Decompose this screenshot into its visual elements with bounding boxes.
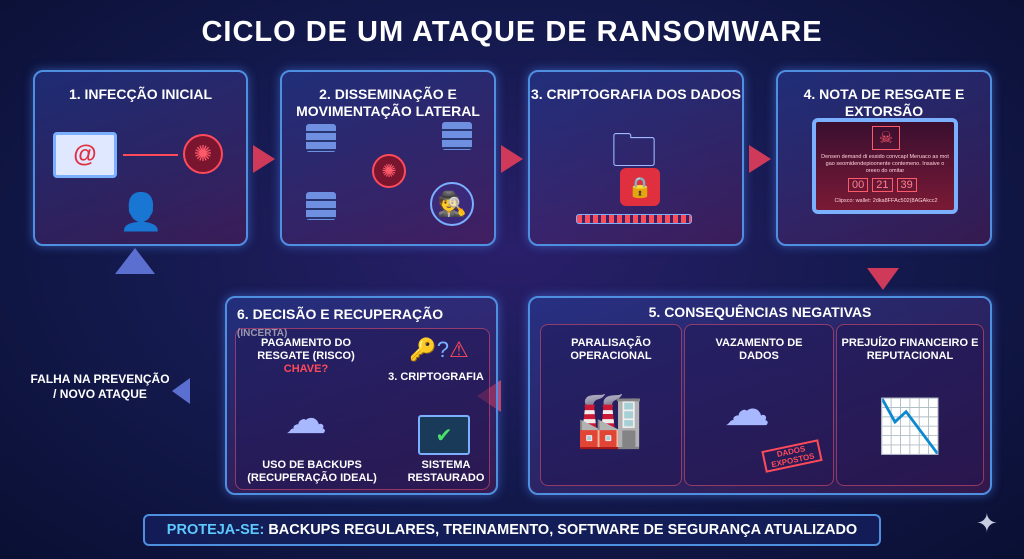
consequence-data-leak: VAZAMENTO DE DADOS ☁ DADOS EXPOSTOS xyxy=(684,324,834,486)
user-laptop-icon: 👤 xyxy=(118,191,164,232)
consequence-label: PREJUÍZO FINANCEIRO E REPUTACIONAL xyxy=(841,337,979,362)
crypto-label: 3. CRIPTOGRAFIA xyxy=(388,371,484,383)
timer-hours: 00 xyxy=(848,178,869,192)
banner-text: BACKUPS REGULARES, TREINAMENTO, SOFTWARE… xyxy=(264,522,858,538)
wallet-address: Clipsco: wallet: 2dka8FFAc502(8AGAkcc2 xyxy=(834,198,938,204)
falling-chart-icon: 📉 xyxy=(877,397,943,456)
restored-label: SISTEMA RESTAURADO xyxy=(407,459,485,484)
consequence-label: PARALISAÇÃO OPERACIONAL xyxy=(570,337,652,362)
malware-virus-icon: ✺ xyxy=(183,134,223,174)
restored-check-icon: ✔ xyxy=(418,415,470,455)
flow-arrow-icon xyxy=(867,268,899,290)
step-5-panel: 5. CONSEQUÊNCIAS NEGATIVAS PARALISAÇÃO O… xyxy=(528,296,992,495)
loop-arrow-icon xyxy=(115,248,155,274)
page-title: CICLO DE UM ATAQUE DE RANSOMWARE xyxy=(201,16,823,48)
skull-icon: ☠ xyxy=(872,126,900,150)
step-4-title: 4. NOTA DE RESGATE E EXTORSÃO xyxy=(803,86,965,119)
consequence-label: VAZAMENTO DE DADOS xyxy=(715,337,803,362)
backup-label: USO DE BACKUPS (RECUPERAÇÃO IDEAL) xyxy=(247,459,377,484)
factory-clock-icon: 🏭 xyxy=(576,389,644,450)
flow-arrow-icon xyxy=(749,145,771,173)
encryption-progress-bar xyxy=(576,214,692,224)
server-icon xyxy=(306,124,336,152)
step-1-title: 1. INFECÇÃO INICIAL xyxy=(68,86,213,102)
step-5-title: 5. CONSEQUÊNCIAS NEGATIVAS xyxy=(648,304,872,320)
step-6-title-note: (INCERTA) xyxy=(237,328,288,339)
protection-banner: PROTEJA-SE: BACKUPS REGULARES, TREINAMEN… xyxy=(143,514,881,546)
step-2-title: 2. DISSEMINAÇÃO E MOVIMENTAÇÃO LATERAL xyxy=(296,86,480,119)
ransom-message: Densen demand di essido convcapl Meruaco… xyxy=(821,154,949,174)
step-3-title: 3. CRIPTOGRAFIA DOS DADOS xyxy=(530,86,742,102)
step-6-panel: 6. DECISÃO E RECUPERAÇÃO (INCERTA) PAGAM… xyxy=(225,296,498,495)
flow-arrow-icon xyxy=(253,145,275,173)
data-exposed-stamp: DADOS EXPOSTOS xyxy=(761,439,823,473)
step-1-panel: 1. INFECÇÃO INICIAL @ ✺ 👤 xyxy=(33,70,248,246)
ransom-note-screen: ☠ Densen demand di essido convcapl Merua… xyxy=(812,118,958,214)
step-6-title: 6. DECISÃO E RECUPERAÇÃO (INCERTA) xyxy=(237,306,496,342)
consequence-operational: PARALISAÇÃO OPERACIONAL 🏭 xyxy=(540,324,682,486)
banner-prefix: PROTEJA-SE: xyxy=(166,522,265,538)
key-question-label: CHAVE? xyxy=(283,363,329,375)
server-icon xyxy=(442,122,472,150)
lock-icon: 🔒 xyxy=(620,168,660,206)
step-2-panel: 2. DISSEMINAÇÃO E MOVIMENTAÇÃO LATERAL ✺… xyxy=(280,70,496,246)
consequence-financial: PREJUÍZO FINANCEIRO E REPUTACIONAL 📉 xyxy=(836,324,984,486)
arrow-icon xyxy=(123,154,178,156)
key-warning-icon: 🔑?⚠ xyxy=(409,337,469,362)
loop-label: FALHA NA PREVENÇÃO / NOVO ATAQUE xyxy=(30,372,170,401)
folders-files-icon: 🗀 xyxy=(611,124,657,176)
hacker-icon: 🕵 xyxy=(430,182,474,226)
timer-seconds: 39 xyxy=(896,178,917,192)
cloud-documents-icon: ☁ xyxy=(724,383,770,435)
malware-virus-icon: ✺ xyxy=(372,154,406,188)
step-3-panel: 3. CRIPTOGRAFIA DOS DADOS 🗀 🔒 xyxy=(528,70,744,246)
cloud-backup-icon: ☁ xyxy=(285,394,327,442)
sparkle-icon: ✦ xyxy=(976,508,998,538)
loop-arrow-icon xyxy=(172,378,190,404)
step-6-title-text: 6. DECISÃO E RECUPERAÇÃO xyxy=(237,306,444,322)
decision-panel: PAGAMENTO DO RESGATE (RISCO) CHAVE? 🔑?⚠ … xyxy=(235,328,490,490)
payment-label: PAGAMENTO DO RESGATE (RISCO) xyxy=(257,337,355,362)
server-icon xyxy=(306,192,336,220)
flow-arrow-icon xyxy=(501,145,523,173)
timer-minutes: 21 xyxy=(872,178,893,192)
email-icon: @ xyxy=(53,132,117,178)
